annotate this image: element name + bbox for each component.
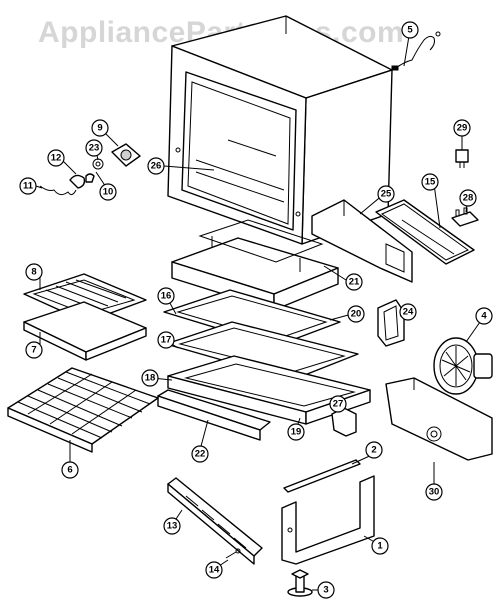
oven-rack bbox=[7, 367, 159, 453]
oven-cavity bbox=[167, 15, 393, 245]
callout-27: 27 bbox=[329, 395, 347, 413]
fan-shroud bbox=[377, 299, 405, 347]
callout-23: 23 bbox=[85, 139, 103, 157]
callout-label: 20 bbox=[351, 309, 362, 320]
callout-12: 12 bbox=[47, 149, 65, 167]
side-panel bbox=[311, 199, 413, 283]
callout-28: 28 bbox=[459, 189, 477, 207]
callout-15: 15 bbox=[421, 173, 439, 191]
callout-label: 23 bbox=[89, 143, 100, 154]
heat-shield bbox=[375, 199, 475, 265]
callout-label: 24 bbox=[403, 307, 414, 318]
callout-label: 25 bbox=[381, 189, 392, 200]
terminal-block bbox=[451, 207, 479, 227]
callout-29: 29 bbox=[453, 119, 471, 137]
callout-label: 19 bbox=[291, 427, 302, 438]
callout-9: 9 bbox=[91, 119, 109, 137]
rail bbox=[283, 459, 361, 493]
callout-label: 26 bbox=[151, 161, 162, 172]
callout-18: 18 bbox=[141, 369, 159, 387]
callout-label: 29 bbox=[457, 123, 468, 134]
callout-6: 6 bbox=[61, 461, 79, 479]
callout-30: 30 bbox=[425, 483, 443, 501]
callout-label: 2 bbox=[371, 445, 376, 456]
callout-22: 22 bbox=[191, 445, 209, 463]
callout-3: 3 bbox=[317, 581, 335, 599]
callout-7: 7 bbox=[25, 341, 43, 359]
switch bbox=[455, 149, 469, 168]
callout-label: 7 bbox=[31, 345, 36, 356]
callout-19: 19 bbox=[287, 423, 305, 441]
callout-16: 16 bbox=[157, 287, 175, 305]
callout-label: 6 bbox=[67, 465, 72, 476]
fan-motor bbox=[433, 337, 493, 395]
callout-11: 11 bbox=[19, 177, 37, 195]
callout-label: 8 bbox=[31, 267, 36, 278]
callout-label: 21 bbox=[349, 277, 360, 288]
front-bracket bbox=[281, 475, 375, 565]
callout-label: 12 bbox=[51, 153, 62, 164]
callout-label: 22 bbox=[195, 449, 206, 460]
callout-5: 5 bbox=[401, 21, 419, 39]
toe-kick-panel bbox=[167, 477, 263, 565]
leveling-leg bbox=[287, 569, 313, 597]
callout-14: 14 bbox=[205, 561, 223, 579]
wire-harness bbox=[391, 31, 441, 71]
callout-26: 26 bbox=[147, 157, 165, 175]
callout-label: 4 bbox=[481, 311, 487, 322]
callout-label: 1 bbox=[377, 541, 383, 552]
callout-label: 30 bbox=[429, 487, 440, 498]
callout-1: 1 bbox=[371, 537, 389, 555]
callout-label: 17 bbox=[161, 335, 172, 346]
callout-label: 9 bbox=[97, 123, 102, 134]
callout-label: 13 bbox=[167, 521, 178, 532]
callout-4: 4 bbox=[475, 307, 493, 325]
callout-label: 3 bbox=[323, 585, 328, 596]
callout-10: 10 bbox=[99, 183, 117, 201]
callout-13: 13 bbox=[163, 517, 181, 535]
oven-rack-supports bbox=[195, 139, 285, 203]
callout-2: 2 bbox=[365, 441, 383, 459]
rear-panel bbox=[385, 377, 493, 461]
callout-label: 10 bbox=[103, 187, 114, 198]
callout-25: 25 bbox=[377, 185, 395, 203]
callout-label: 14 bbox=[209, 565, 220, 576]
callout-label: 16 bbox=[161, 291, 172, 302]
callout-20: 20 bbox=[347, 305, 365, 323]
callout-label: 18 bbox=[145, 373, 156, 384]
drawer-front bbox=[157, 389, 271, 441]
callout-label: 28 bbox=[463, 193, 474, 204]
callout-label: 11 bbox=[23, 181, 34, 192]
callout-label: 27 bbox=[333, 399, 344, 410]
callout-17: 17 bbox=[157, 331, 175, 349]
screw bbox=[225, 548, 241, 559]
callout-24: 24 bbox=[399, 303, 417, 321]
lamp-socket-assembly bbox=[39, 143, 141, 196]
callout-label: 5 bbox=[407, 25, 413, 36]
broil-pan bbox=[23, 301, 147, 361]
callout-21: 21 bbox=[345, 273, 363, 291]
callout-label: 15 bbox=[425, 177, 436, 188]
callout-8: 8 bbox=[25, 263, 43, 281]
